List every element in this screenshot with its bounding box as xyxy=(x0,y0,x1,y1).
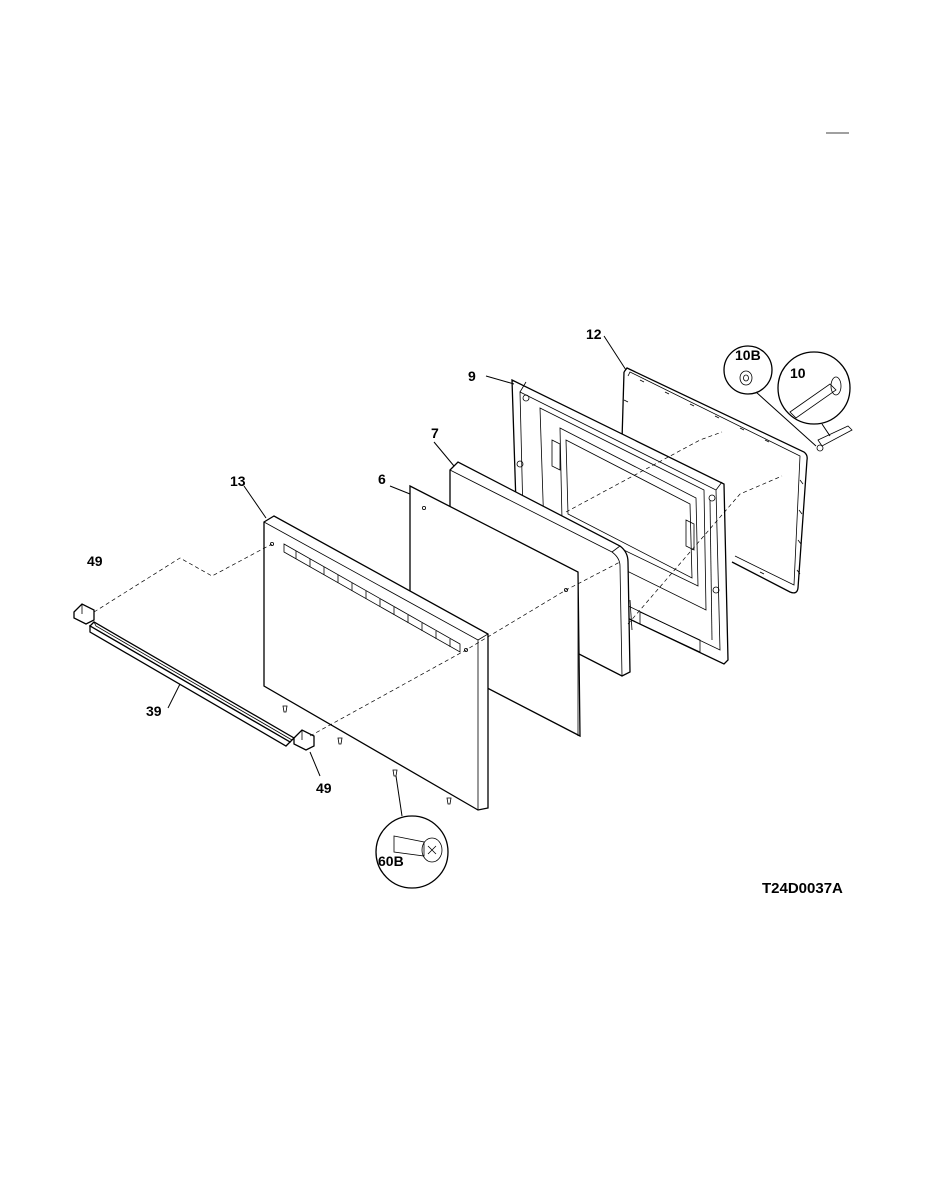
label-part-7: 7 xyxy=(431,425,439,441)
drawing-number: T24D0037A xyxy=(762,880,843,897)
label-part-39: 39 xyxy=(146,703,162,719)
handle-trim-part-39 xyxy=(88,621,296,747)
callout-10b xyxy=(723,345,817,447)
outer-door-panel-part-13 xyxy=(263,515,489,811)
door-liner-part-9 xyxy=(511,378,729,665)
callout-10 xyxy=(777,351,851,437)
end-cap-left-part-49 xyxy=(73,603,95,625)
label-part-9: 9 xyxy=(468,368,476,384)
door-gasket-part-12 xyxy=(621,367,808,594)
label-part-60b: 60B xyxy=(378,853,404,869)
label-part-10b: 10B xyxy=(735,347,761,363)
label-part-10: 10 xyxy=(790,365,806,381)
end-cap-right-part-49 xyxy=(293,729,315,751)
label-part-6: 6 xyxy=(378,471,386,487)
label-leaders xyxy=(167,335,627,777)
label-part-12: 12 xyxy=(586,326,602,342)
label-part-13: 13 xyxy=(230,473,246,489)
callout-60b xyxy=(375,775,449,889)
gasket-screw-part-10 xyxy=(816,425,853,452)
assembly-lines xyxy=(93,431,783,737)
label-part-49-right: 49 xyxy=(316,780,332,796)
label-part-49-left: 49 xyxy=(87,553,103,569)
